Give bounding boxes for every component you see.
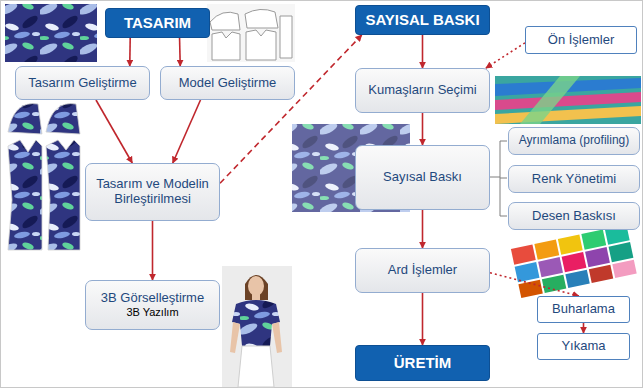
flow-arrow xyxy=(583,323,585,333)
node-label: Desen Baskısı xyxy=(514,209,634,224)
node-label: Ayrımlama (profiling) xyxy=(514,134,634,148)
flow-arrow xyxy=(179,38,181,66)
flow-arrow xyxy=(220,35,362,183)
flow-arrow xyxy=(486,43,525,68)
process-box: Tasarım Geliştirme xyxy=(15,66,150,100)
node-label: Ön İşlemler xyxy=(531,33,631,48)
step-box: Yıkama xyxy=(537,333,630,360)
node-label: Tasarım Geliştirme xyxy=(21,76,144,91)
node-label: Model Geliştirme xyxy=(166,76,289,91)
node-label: Tasarım ve Modelin Birleştirilmesi xyxy=(91,177,214,207)
flow-arrow xyxy=(422,210,424,248)
section-header: ÜRETİM xyxy=(355,345,490,381)
substep-box: Renk Yönetimi xyxy=(508,165,640,193)
flow-arrow xyxy=(96,100,132,163)
flow-arrow xyxy=(422,35,424,68)
fabric-swatch xyxy=(5,4,97,62)
avatar-figure xyxy=(222,266,292,387)
node-label: Ard İşlemler xyxy=(361,263,484,278)
printed-pieces xyxy=(8,104,80,250)
section-header: TASARIM xyxy=(105,8,210,38)
flow-arrow xyxy=(129,38,131,66)
step-box: Ön İşlemler xyxy=(525,26,637,54)
node-sublabel: 3B Yazılım xyxy=(91,306,214,319)
flow-arrow xyxy=(173,100,201,163)
substep-box: Ayrımlama (profiling) xyxy=(508,127,640,155)
process-box: Sayısal Baskı xyxy=(355,145,490,210)
flow-arrow xyxy=(152,221,154,280)
node-label: Sayısal Baskı xyxy=(361,170,484,185)
process-box: Tasarım ve Modelin Birleştirilmesi xyxy=(85,163,220,221)
node-label: ÜRETİM xyxy=(361,354,484,371)
node-label: TASARIM xyxy=(111,14,204,31)
process-box: Model Geliştirme xyxy=(160,66,295,100)
process-box: Ard İşlemler xyxy=(355,248,490,293)
section-header: SAYISAL BASKI xyxy=(355,5,490,35)
bracket xyxy=(490,141,507,216)
flow-arrow xyxy=(422,113,424,145)
node-label: Buharlama xyxy=(543,302,624,317)
node-label: Renk Yönetimi xyxy=(514,172,634,187)
color-fabric xyxy=(495,76,641,124)
substep-box: Desen Baskısı xyxy=(508,202,640,230)
flow-arrow xyxy=(490,273,579,296)
color-swatches xyxy=(511,225,637,298)
node-label: SAYISAL BASKI xyxy=(361,11,484,28)
process-box: 3B Görselleştirme3B Yazılım xyxy=(85,280,220,330)
flow-arrow xyxy=(422,293,424,345)
node-label: Yıkama xyxy=(543,339,624,354)
node-label: Kumaşların Seçimi xyxy=(361,83,484,98)
step-box: Buharlama xyxy=(537,296,630,323)
pattern-pieces xyxy=(207,4,295,62)
process-box: Kumaşların Seçimi xyxy=(355,68,490,113)
node-label: 3B Görselleştirme xyxy=(91,291,214,306)
